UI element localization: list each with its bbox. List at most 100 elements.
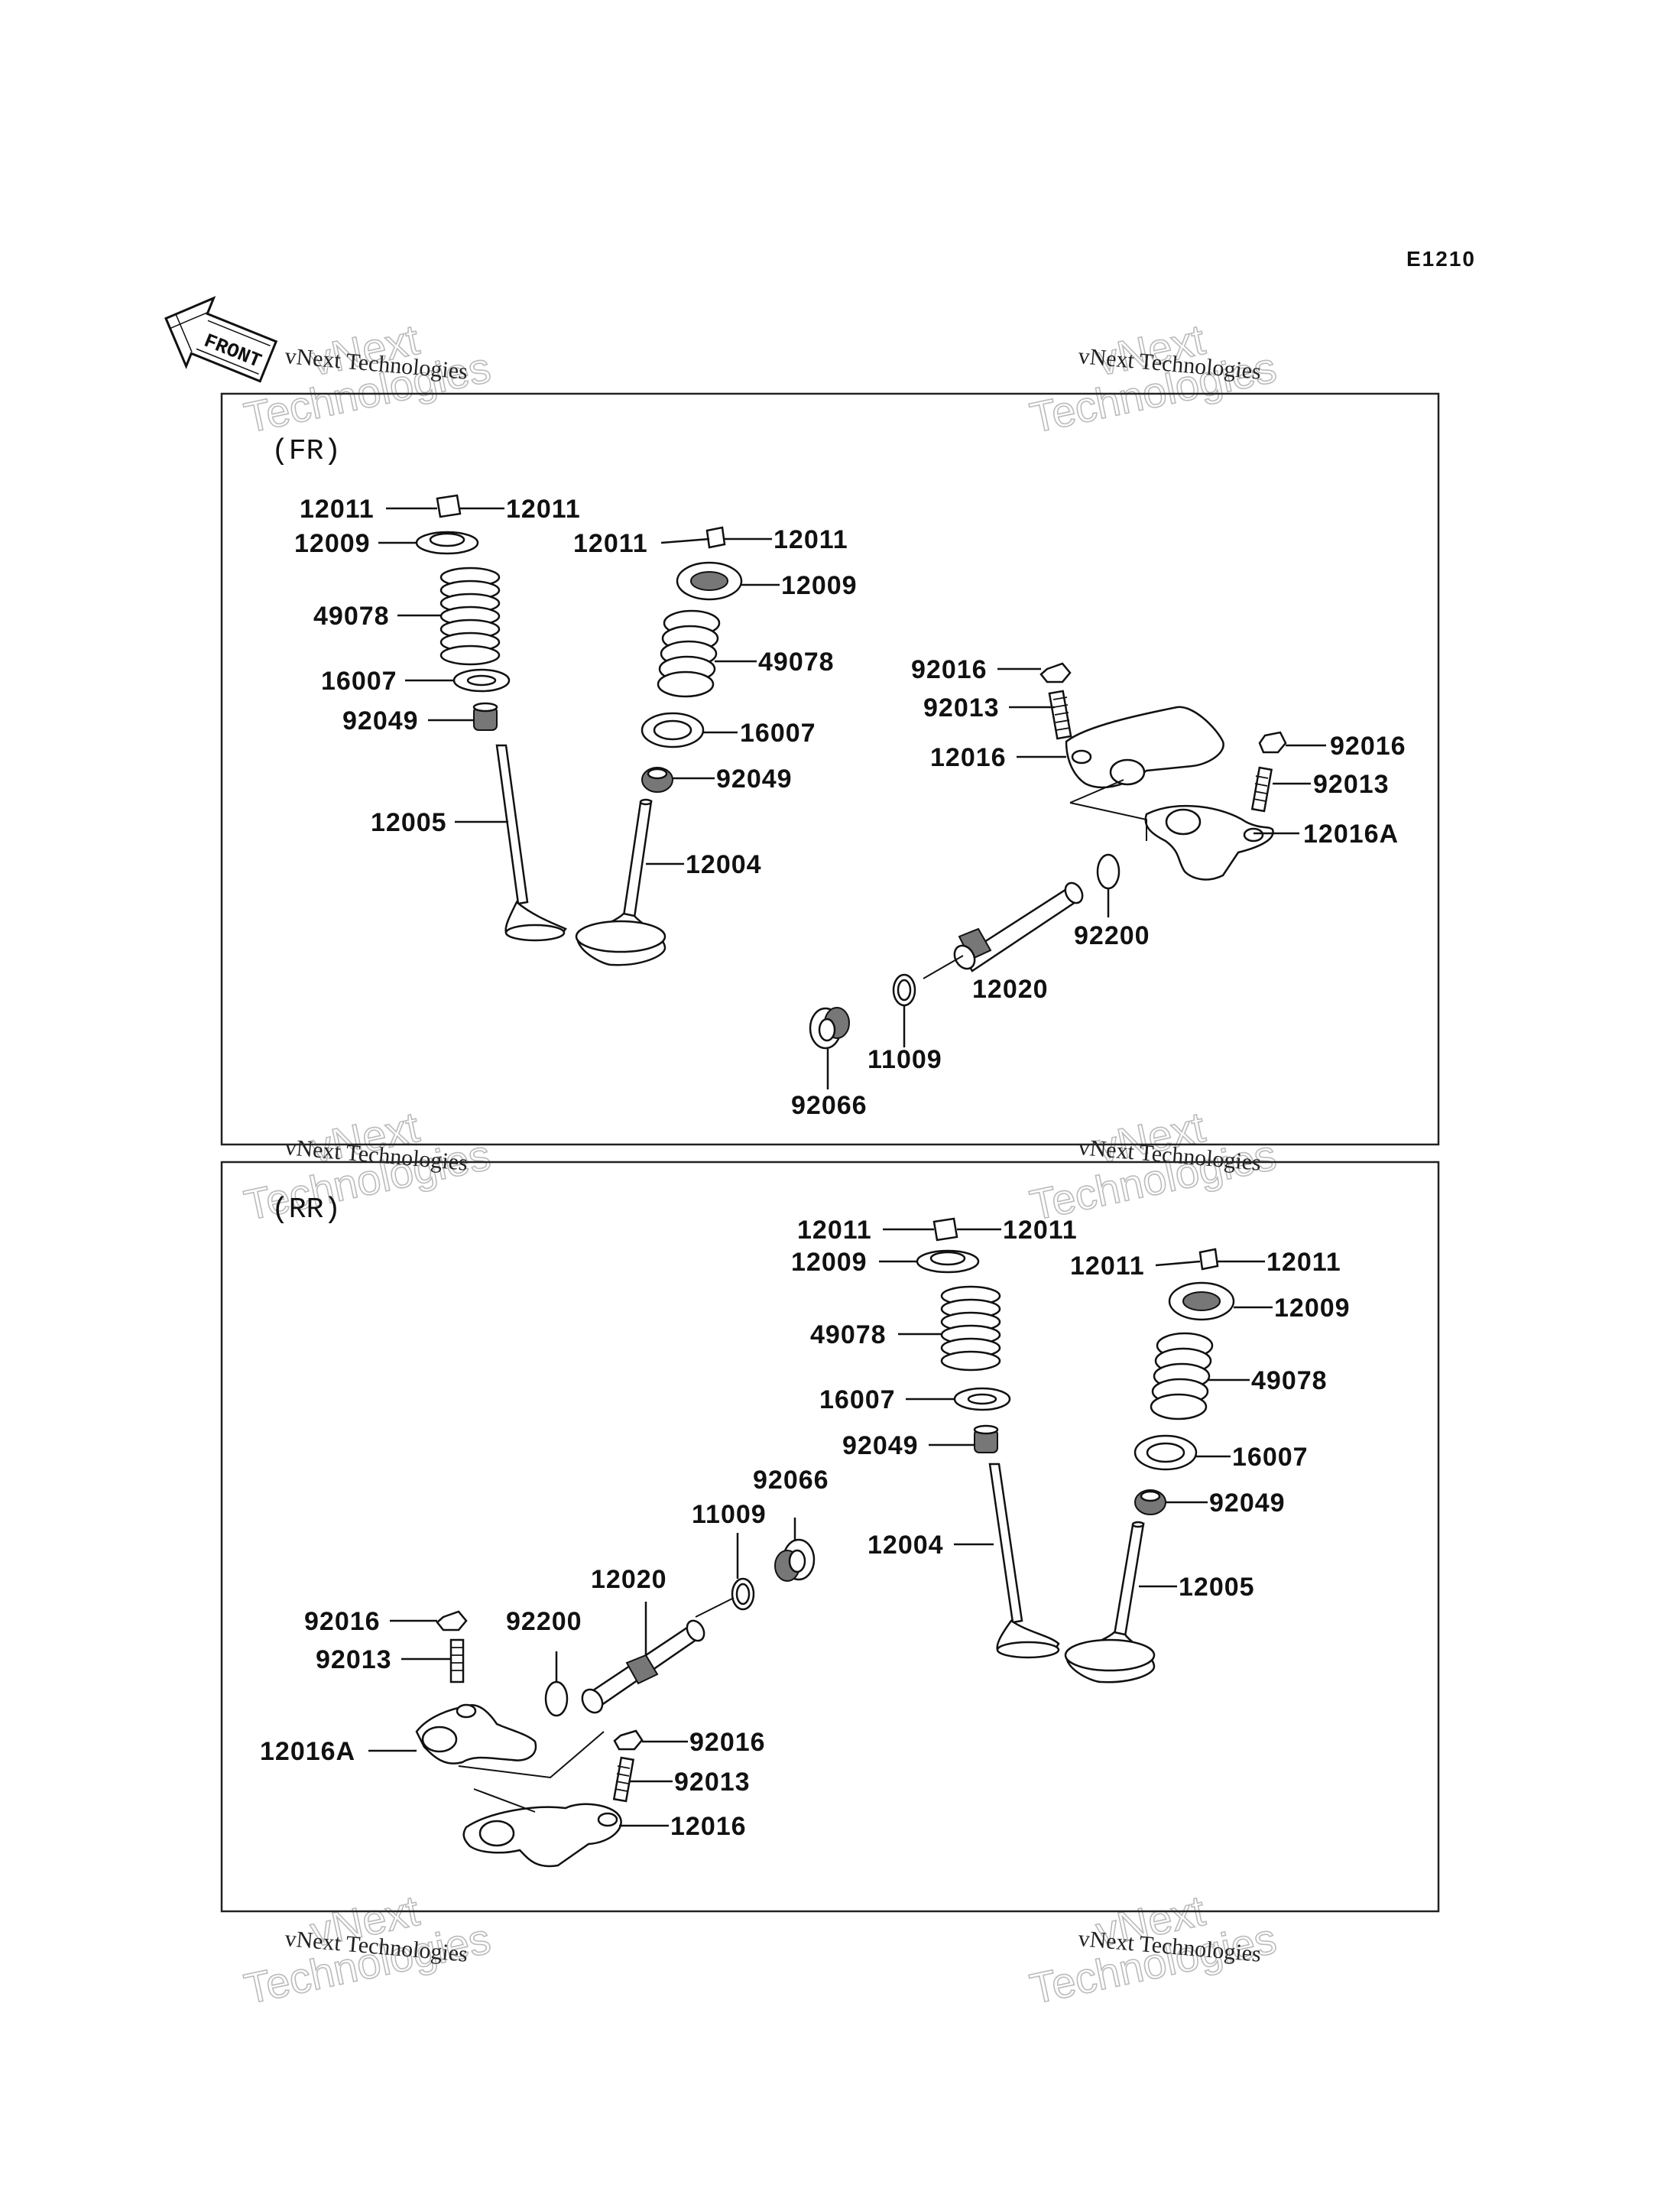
diagram-code: E1210: [1406, 247, 1476, 271]
intake-valve-icon: [988, 1463, 1060, 1659]
part-number-label: 49078: [313, 602, 390, 631]
valve-spring-icon: [439, 567, 501, 666]
part-number-label: 92013: [923, 693, 1000, 722]
adjusting-screw-icon: [449, 1638, 465, 1683]
part-number-label: 12016A: [1303, 820, 1399, 849]
part-number-label: 12020: [591, 1565, 667, 1594]
plug-icon: [809, 1007, 850, 1050]
locknut-icon: [1258, 731, 1287, 754]
plug-icon: [774, 1538, 816, 1582]
part-number-label: 12004: [686, 850, 762, 879]
rocker-arm-icon: [1144, 804, 1274, 881]
part-number-label: 16007: [321, 667, 397, 696]
part-number-label: 12009: [791, 1248, 868, 1277]
rr-rocker-assembly: [415, 1538, 816, 1868]
part-number-label: 11009: [868, 1045, 942, 1074]
valve-stem-seal-icon: [472, 702, 498, 731]
part-number-label: 49078: [758, 648, 835, 677]
o-ring-icon: [1096, 853, 1121, 890]
fr-leader-lines: [378, 507, 1326, 1089]
valve-cotter-icon: [1198, 1248, 1219, 1271]
part-number-label: 12011: [797, 1216, 872, 1245]
part-number-label: 92049: [842, 1431, 919, 1460]
locknut-icon: [613, 1729, 644, 1751]
part-number-label: 12005: [1179, 1573, 1255, 1602]
section-rr-frame: [220, 1161, 1440, 1913]
part-number-label: 92200: [506, 1607, 582, 1636]
part-number-label: 11009: [692, 1500, 767, 1529]
exhaust-valve-icon: [495, 744, 567, 942]
part-number-label: 92013: [316, 1645, 392, 1674]
rr-part-labels: 12011 12011 12009 49078 16007 92049 1200…: [260, 1216, 1351, 1841]
part-number-label: 92013: [674, 1768, 751, 1797]
fr-valve-assembly-left: [415, 494, 567, 942]
part-number-label: 92200: [1074, 921, 1150, 950]
part-number-label: 92049: [342, 706, 419, 735]
part-number-label: 12011: [1070, 1252, 1145, 1281]
adjusting-screw-icon: [1250, 766, 1273, 813]
section-rr-label: (RR): [271, 1193, 341, 1226]
fr-valve-assembly-right: [575, 526, 743, 966]
exhaust-valve-icon: [1064, 1521, 1156, 1683]
part-number-label: 92049: [1209, 1489, 1286, 1518]
valve-spring-icon: [657, 609, 721, 698]
part-number-label: 12016A: [260, 1737, 355, 1766]
front-arrow-icon: FRONT: [164, 296, 278, 383]
part-number-label: 12011: [573, 529, 648, 558]
part-number-label: 16007: [740, 719, 816, 748]
intake-valve-icon: [575, 798, 666, 966]
part-number-label: 12011: [1266, 1248, 1341, 1277]
valve-spring-icon: [940, 1285, 1001, 1372]
part-number-label: 12011: [1003, 1216, 1078, 1245]
part-number-label: 92016: [689, 1728, 766, 1757]
part-number-label: 12005: [371, 808, 447, 837]
locknut-icon: [436, 1610, 468, 1631]
part-number-label: 12011: [506, 495, 581, 524]
rr-valve-assembly-left: [916, 1217, 1060, 1659]
section-fr-frame: [220, 392, 1440, 1146]
part-number-label: 92049: [716, 765, 793, 794]
part-number-label: 16007: [1232, 1443, 1309, 1472]
valve-cotter-icon: [705, 526, 726, 549]
valve-cotter-icon: [932, 1217, 958, 1242]
part-number-label: 12009: [781, 571, 858, 600]
rocker-shaft-icon: [581, 1619, 705, 1714]
adjusting-screw-icon: [612, 1756, 635, 1803]
valve-stem-seal-icon: [973, 1424, 999, 1453]
part-number-label: 92066: [753, 1466, 829, 1495]
adjusting-screw-icon: [1048, 690, 1072, 740]
part-number-label: 92016: [1330, 732, 1406, 761]
rocker-arm-icon: [1065, 706, 1224, 789]
part-number-label: 12009: [1274, 1294, 1351, 1323]
rocker-arm-icon: [462, 1803, 622, 1868]
part-number-label: 12016: [930, 743, 1007, 772]
part-number-label: 92016: [304, 1607, 381, 1636]
rr-leader-lines: [368, 1228, 1273, 1827]
part-number-label: 12011: [300, 495, 375, 524]
fr-part-labels: 12011 12011 12009 49078 16007 92049 1200…: [294, 495, 1406, 1120]
section-rr: (RR): [220, 1161, 1440, 1913]
part-number-label: 12011: [774, 525, 848, 554]
valve-stem-seal-icon: [1134, 1489, 1166, 1515]
part-number-label: 12020: [972, 975, 1049, 1004]
part-number-label: 12009: [294, 529, 371, 558]
fr-rocker-assembly: [809, 662, 1287, 1050]
rocker-arm-icon: [415, 1703, 537, 1765]
valve-spring-icon: [1150, 1332, 1214, 1420]
part-number-label: 49078: [1251, 1366, 1328, 1395]
section-fr: (FR): [220, 392, 1440, 1146]
locknut-icon: [1039, 662, 1072, 683]
part-number-label: 49078: [810, 1320, 887, 1349]
o-ring-icon: [544, 1680, 569, 1717]
part-number-label: 92013: [1313, 770, 1390, 799]
section-fr-label: (FR): [271, 435, 341, 468]
valve-cotter-icon: [436, 494, 462, 518]
part-number-label: 12004: [868, 1531, 944, 1560]
rr-valve-assembly-right: [1064, 1248, 1235, 1683]
part-number-label: 92066: [791, 1091, 868, 1120]
part-number-label: 92016: [911, 655, 988, 684]
part-number-label: 12016: [670, 1812, 747, 1841]
part-number-label: 16007: [819, 1385, 896, 1414]
rocker-shaft-icon: [953, 881, 1084, 972]
